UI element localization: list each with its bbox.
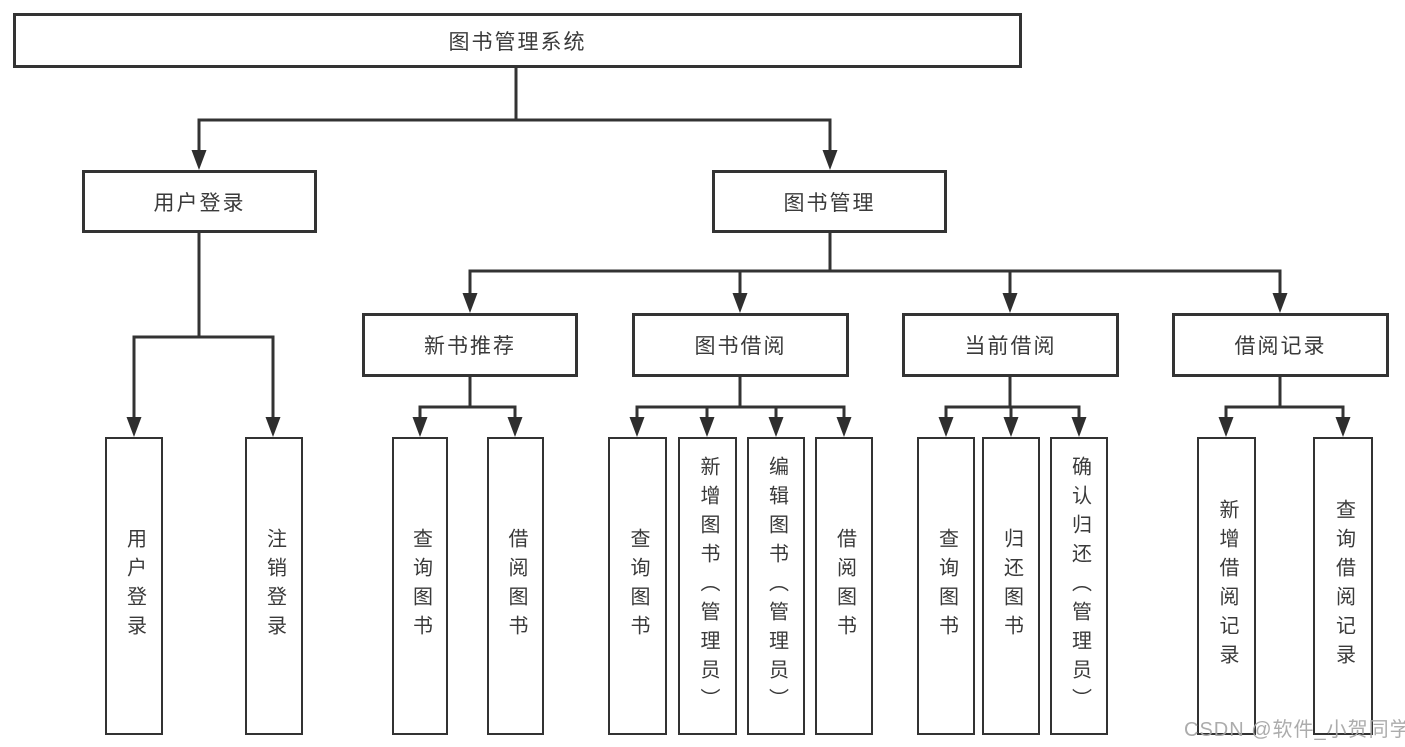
arrowheads — [126, 150, 1351, 437]
arrow-icon — [1003, 417, 1019, 437]
leaf-nbr-query-books: 查询图书 — [392, 437, 448, 735]
node-book-borrow: 图书借阅 — [632, 313, 849, 377]
leaf-bb-query-books-label: 查询图书 — [627, 528, 649, 644]
node-root-label: 图书管理系统 — [448, 30, 587, 54]
arrow-icon — [938, 417, 954, 437]
arrow-icon — [462, 293, 478, 313]
node-new-book-recommend: 新书推荐 — [362, 313, 578, 377]
leaf-br-add-record: 新增借阅记录 — [1197, 437, 1256, 735]
leaf-bb-borrow-books: 借阅图书 — [815, 437, 873, 735]
leaf-br-query-record: 查询借阅记录 — [1313, 437, 1373, 735]
arrow-icon — [699, 417, 715, 437]
arrow-icon — [1272, 293, 1288, 313]
connector-newbookrec-to-leaves — [418, 375, 517, 421]
leaf-bb-edit-books-admin: 编辑图书（管理员） — [747, 437, 805, 735]
connector-userlogin-to-leaves — [132, 231, 275, 421]
arrow-icon — [1218, 417, 1234, 437]
connector-bookmgmt-to-level3 — [468, 231, 1282, 297]
node-current-borrow-label: 当前借阅 — [964, 335, 1057, 358]
arrow-icon — [1002, 293, 1018, 313]
leaf-user-login-label: 用户登录 — [123, 528, 146, 644]
leaf-cb-return-books-label: 归还图书 — [1000, 528, 1023, 644]
leaf-user-login: 用户登录 — [105, 437, 163, 735]
arrow-icon — [191, 150, 207, 170]
leaf-nbr-borrow-books-label: 借阅图书 — [505, 528, 527, 644]
leaf-br-query-record-label: 查询借阅记录 — [1332, 499, 1355, 673]
node-root: 图书管理系统 — [13, 13, 1022, 68]
node-book-borrow-label: 图书借阅 — [694, 335, 787, 358]
node-user-login: 用户登录 — [82, 170, 317, 233]
arrow-icon — [768, 417, 784, 437]
leaf-logout-label: 注销登录 — [263, 528, 286, 644]
leaf-cb-query-books: 查询图书 — [917, 437, 975, 735]
leaf-cb-query-books-label: 查询图书 — [935, 528, 958, 644]
leaf-nbr-borrow-books: 借阅图书 — [487, 437, 544, 735]
arrow-icon — [412, 417, 428, 437]
node-new-book-recommend-label: 新书推荐 — [424, 335, 516, 358]
node-borrow-records-label: 借阅记录 — [1234, 335, 1327, 358]
arrow-icon — [1071, 417, 1087, 437]
arrow-icon — [822, 150, 838, 170]
node-user-login-label: 用户登录 — [153, 191, 246, 215]
leaf-bb-borrow-books-label: 借阅图书 — [833, 528, 856, 644]
leaf-bb-edit-books-admin-label: 编辑图书（管理员） — [765, 455, 788, 717]
connector-borrowrecords-to-leaves — [1224, 375, 1345, 421]
leaf-logout: 注销登录 — [245, 437, 303, 735]
leaf-bb-query-books: 查询图书 — [608, 437, 667, 735]
leaf-cb-confirm-return-admin: 确认归还（管理员） — [1050, 437, 1108, 735]
leaf-cb-return-books: 归还图书 — [982, 437, 1040, 735]
arrow-icon — [629, 417, 645, 437]
arrow-icon — [126, 417, 142, 437]
leaf-br-add-record-label: 新增借阅记录 — [1216, 499, 1238, 673]
leaf-bb-add-books-admin: 新增图书（管理员） — [678, 437, 737, 735]
arrow-icon — [265, 417, 281, 437]
watermark: CSDN @软件_小贺同学 — [1184, 719, 1405, 741]
connector-root-to-level2 — [197, 66, 832, 154]
connector-currentborrow-to-leaves — [944, 375, 1081, 421]
arrow-icon — [507, 417, 523, 437]
connector-bookborrow-to-leaves — [635, 375, 846, 421]
node-borrow-records: 借阅记录 — [1172, 313, 1389, 377]
node-book-management: 图书管理 — [712, 170, 947, 233]
arrow-icon — [732, 293, 748, 313]
leaf-nbr-query-books-label: 查询图书 — [409, 528, 432, 644]
leaf-bb-add-books-admin-label: 新增图书（管理员） — [697, 455, 719, 717]
arrow-icon — [836, 417, 852, 437]
node-book-management-label: 图书管理 — [783, 191, 876, 215]
arrow-icon — [1335, 417, 1351, 437]
leaf-cb-confirm-return-admin-label: 确认归还（管理员） — [1068, 455, 1091, 717]
node-current-borrow: 当前借阅 — [902, 313, 1119, 377]
